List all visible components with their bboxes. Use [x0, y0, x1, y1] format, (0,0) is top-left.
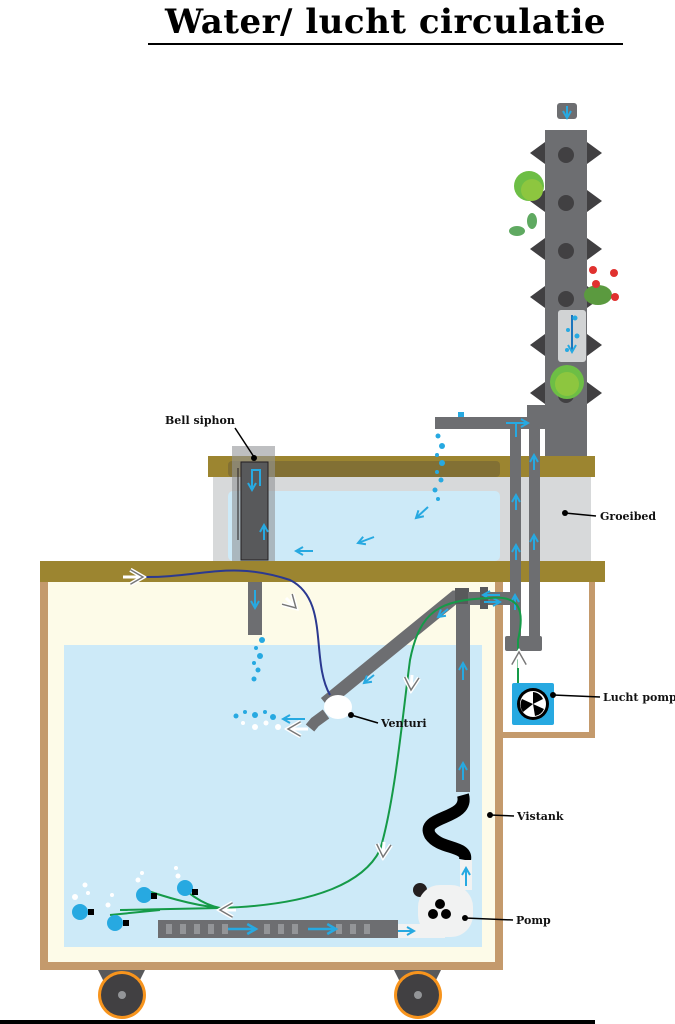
leaf-plant [509, 213, 537, 236]
water-pump-assembly [158, 592, 473, 938]
lettuce-plant [550, 365, 584, 399]
growbed-water [228, 491, 500, 561]
growbed-flow-arrows [293, 506, 429, 556]
supply-pipes [432, 405, 545, 651]
label-lucht-pomp: Lucht pomp [550, 691, 675, 704]
title-underline [148, 43, 623, 45]
caster-wheel [394, 970, 442, 1019]
caster-wheel [98, 970, 146, 1019]
venturi-body [324, 695, 352, 719]
venturi-air-line [125, 569, 331, 696]
floor-line [0, 1020, 595, 1024]
lettuce-plant [514, 171, 544, 201]
svg-text:Pomp: Pomp [516, 914, 551, 927]
label-bell-siphon: Bell siphon [165, 414, 257, 461]
diagram-title: Water/ lucht circulatie [164, 2, 606, 42]
label-vistank: Vistank [487, 810, 564, 823]
label-venturi: Venturi [348, 712, 427, 730]
shelf [40, 561, 605, 582]
tank-water [64, 645, 482, 947]
strawberry-plant [584, 266, 619, 305]
air-bubbles [233, 710, 281, 730]
bell-siphon [232, 446, 275, 682]
svg-text:Groeibed: Groeibed [600, 510, 656, 523]
fan-icon [520, 692, 544, 716]
vertical-tower [509, 103, 619, 456]
pump-fan-icon [428, 899, 451, 919]
grow-bed [208, 456, 595, 561]
svg-text:Bell siphon: Bell siphon [165, 414, 235, 427]
air-stones [72, 866, 198, 931]
svg-text:Venturi: Venturi [380, 717, 427, 730]
water-drops [432, 433, 445, 501]
air-pump [512, 683, 554, 725]
svg-text:Vistank: Vistank [516, 810, 564, 823]
svg-text:Lucht pomp: Lucht pomp [603, 691, 675, 704]
water-drops [251, 637, 265, 682]
label-pomp: Pomp [462, 914, 551, 927]
label-groeibed: Groeibed [562, 510, 656, 523]
